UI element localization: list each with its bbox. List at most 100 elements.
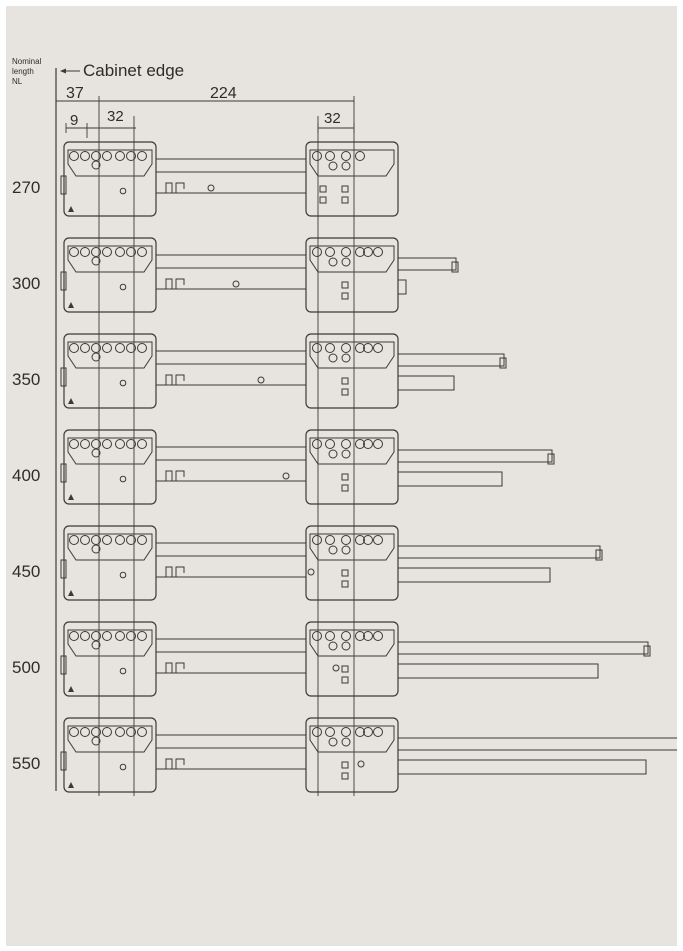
bracket-plate — [67, 149, 153, 177]
square-hole — [319, 196, 327, 204]
hole — [137, 151, 147, 161]
hole — [325, 631, 335, 641]
square-hole — [341, 292, 349, 300]
hole — [312, 631, 322, 641]
hole — [80, 727, 90, 737]
extension-rail-top — [397, 737, 677, 751]
rear-bracket — [305, 141, 399, 217]
hole — [325, 535, 335, 545]
hole — [363, 343, 373, 353]
hole — [126, 631, 136, 641]
hole — [328, 641, 338, 651]
hole — [355, 439, 365, 449]
hole — [102, 535, 112, 545]
bracket-notch — [60, 271, 67, 291]
extension-stop — [547, 453, 555, 465]
bracket-plate — [67, 341, 153, 369]
hole — [312, 727, 322, 737]
hole — [102, 439, 112, 449]
slide-row-300: 300 — [12, 237, 459, 313]
rail-rivet — [207, 184, 215, 192]
hole — [341, 151, 351, 161]
hole — [328, 545, 338, 555]
hole — [325, 343, 335, 353]
hole — [137, 631, 147, 641]
rear-bracket — [305, 621, 399, 697]
extension-stop — [643, 645, 651, 657]
square-hole — [341, 281, 349, 289]
hole — [119, 667, 127, 675]
hole — [363, 727, 373, 737]
hole — [115, 151, 125, 161]
hole — [91, 160, 101, 170]
front-bracket — [60, 621, 157, 697]
bracket-plate — [309, 533, 395, 561]
rail-rivet — [307, 568, 315, 576]
extension-rail-top — [397, 353, 505, 367]
extension-rail-bottom — [397, 759, 647, 775]
warning-triangle-icon — [68, 398, 74, 404]
extension-stop — [595, 549, 603, 561]
hole — [341, 631, 351, 641]
hole — [328, 737, 338, 747]
hole — [119, 475, 127, 483]
dimension-37: 37 — [66, 85, 84, 102]
hole — [126, 727, 136, 737]
bracket-notch — [60, 463, 67, 483]
square-hole — [341, 676, 349, 684]
bracket-plate — [67, 437, 153, 465]
hole — [341, 641, 351, 651]
hole — [119, 187, 127, 195]
bracket-plate — [309, 629, 395, 657]
extension-rail-top — [397, 641, 649, 655]
bracket-plate — [309, 245, 395, 273]
square-hole — [341, 665, 349, 673]
bracket-notch — [60, 367, 67, 387]
bracket-plate — [309, 725, 395, 753]
hole — [115, 247, 125, 257]
dimension-9: 9 — [70, 112, 78, 129]
hole — [312, 439, 322, 449]
rail-rivet — [332, 664, 340, 672]
nominal-length-label: 500 — [12, 658, 40, 677]
dimension-32-rear: 32 — [324, 110, 341, 127]
nominal-length-label: 400 — [12, 466, 40, 485]
hole — [363, 247, 373, 257]
dimension-32-front: 32 — [107, 108, 124, 125]
square-hole — [341, 569, 349, 577]
rail-rivet — [282, 472, 290, 480]
slide-row-350: 350 — [12, 333, 507, 409]
hole — [91, 544, 101, 554]
hole — [325, 439, 335, 449]
hole — [341, 247, 351, 257]
hole — [80, 631, 90, 641]
bracket-plate — [67, 245, 153, 273]
hole — [69, 535, 79, 545]
hole — [373, 631, 383, 641]
nominal-label-line-1: Nominal — [12, 57, 42, 66]
slide-rail-outer — [155, 350, 307, 386]
extension-rail-bottom — [397, 663, 599, 679]
hole — [119, 571, 127, 579]
hole — [137, 439, 147, 449]
hole — [126, 439, 136, 449]
slide-rail-outer — [155, 446, 307, 482]
hole — [373, 727, 383, 737]
hole — [69, 343, 79, 353]
slide-rail-outer — [155, 158, 307, 194]
rail-hook — [165, 566, 185, 577]
slide-row-450: 450 — [12, 525, 603, 601]
rear-bracket — [305, 525, 399, 601]
hole — [325, 151, 335, 161]
bracket-plate — [67, 725, 153, 753]
rail-rivet — [257, 376, 265, 384]
hole — [341, 737, 351, 747]
extension-rail-bottom — [397, 375, 455, 391]
hole — [69, 727, 79, 737]
rail-rivet — [232, 280, 240, 288]
hole — [328, 353, 338, 363]
hole — [373, 439, 383, 449]
hole — [373, 535, 383, 545]
